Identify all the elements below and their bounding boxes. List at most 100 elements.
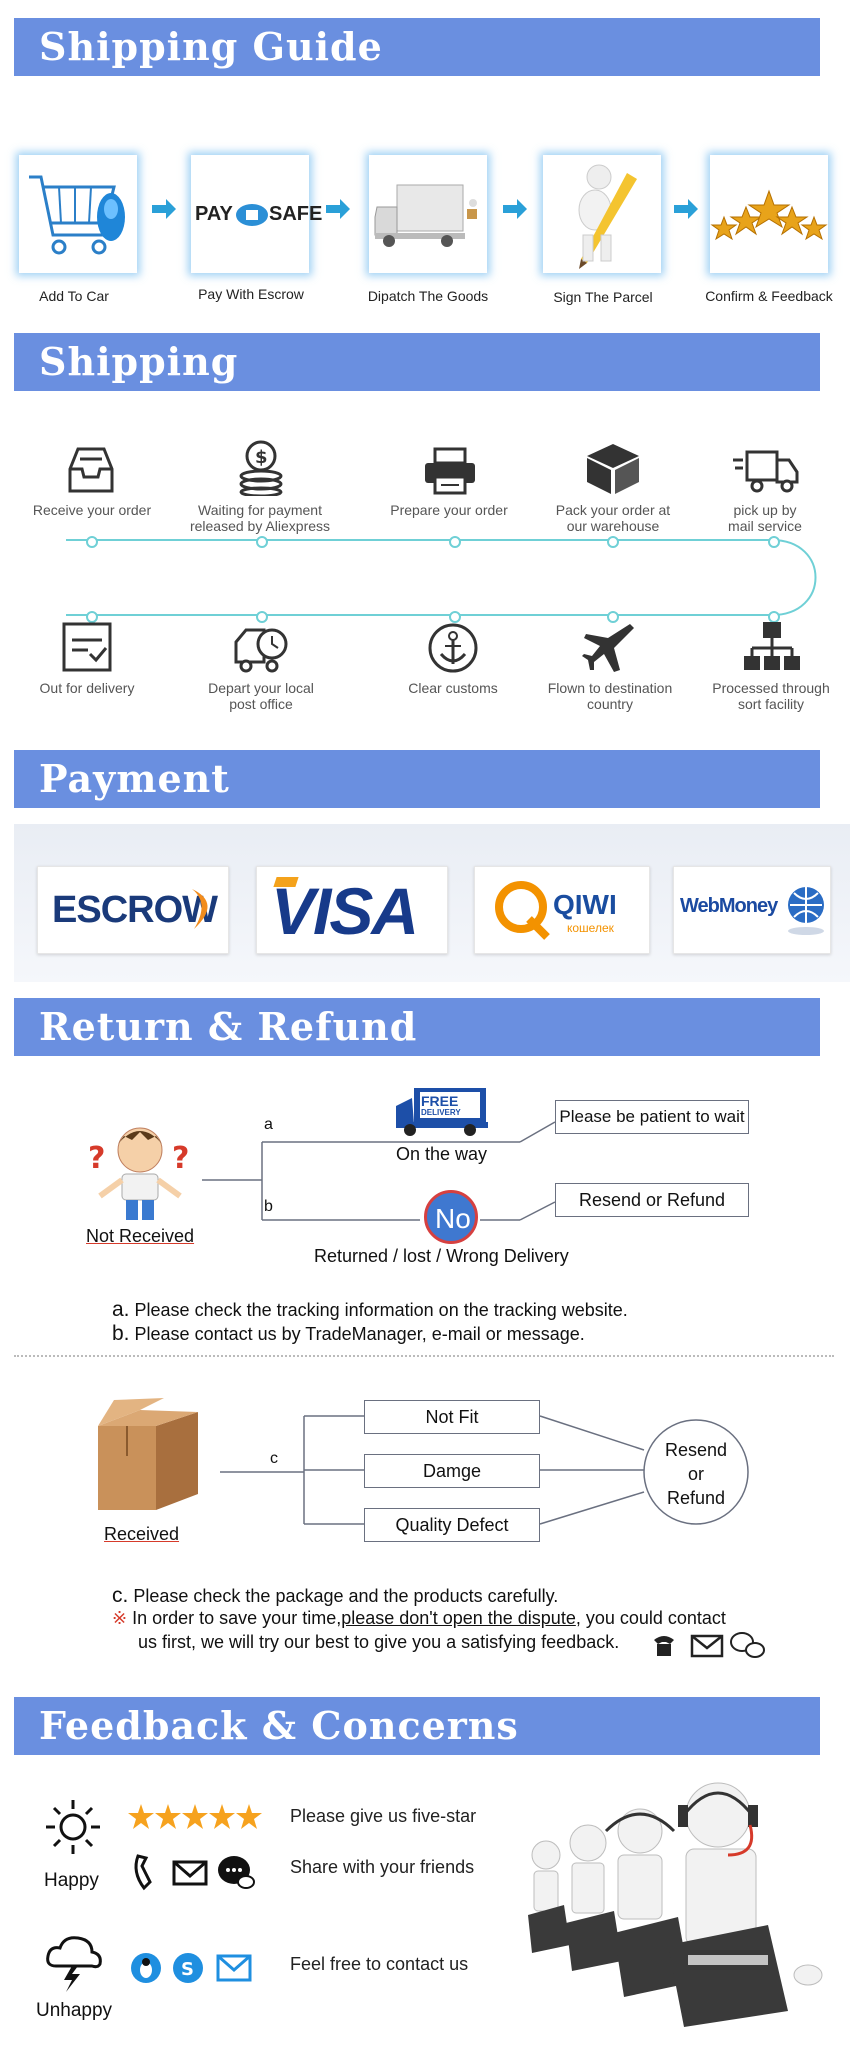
share-icons [134,1854,255,1891]
chat-bubble-icon [218,1856,255,1889]
arrow-right-icon [503,199,527,224]
visa-accent [273,877,299,887]
qq-icon [131,1953,161,1983]
airplane-icon [582,624,634,672]
not-received-tree [202,1121,556,1221]
coins-stack-icon: $ [239,440,283,496]
banner-title: Return & Refund [39,1004,418,1049]
note-a: a. Please check the tracking information… [112,1298,628,1321]
pencil-figure-icon [578,164,637,269]
dotted-divider [14,1355,834,1357]
truck-clock-icon [234,628,288,673]
banner-shipping: Shipping [14,333,820,391]
sun-icon [46,1800,100,1854]
mail-icon [690,1634,724,1658]
resend-refund-box: Resend or Refund [555,1183,749,1217]
received-tree [220,1415,749,1525]
cardboard-box-icon [98,1398,198,1510]
svg-text:$: $ [255,447,268,468]
phone-icon [654,1636,674,1656]
delivery-truck-icon [374,184,477,247]
banner-title: Shipping Guide [39,24,383,69]
arrow-right-icon [326,199,350,224]
branch-a: a [264,1116,273,1133]
anchor-icon [428,623,478,673]
svg-text:?: ? [172,1141,189,1176]
mail-icon [172,1860,208,1886]
share-text: Share with your friends [290,1857,475,1877]
contact-app-icons: S [131,1953,252,1983]
track-dot [86,611,98,623]
step-label-pay: Pay With Escrow [198,286,304,302]
ship-label-prepare: Prepare your order [390,502,508,518]
track-dot [768,536,780,548]
step-label-feedback: Confirm & Feedback [705,288,833,304]
ship-label-receive: Receive your order [32,502,152,518]
inbox-tray-icon [68,447,114,493]
damge-box: Damge [364,1454,540,1488]
contact-text: Feel free to contact us [290,1954,469,1974]
not-received-label: Not Received [86,1226,195,1246]
gold-stars-icon [710,189,828,241]
delivery-text: DELIVERY [421,1108,461,1117]
swoosh-icon [192,889,208,929]
mail-icon [216,1954,252,1982]
banner-payment: Payment [14,750,820,808]
chat-bubble-icon [730,1632,765,1658]
track-dot [607,536,619,548]
svg-text:?: ? [88,1141,105,1176]
not-fit-box: Not Fit [364,1400,540,1434]
step-label-sign: Sign The Parcel [553,289,653,305]
five-star-rating-icon [128,1804,262,1829]
printer-icon [425,447,475,495]
shipping-track [66,539,817,616]
banner-title: Payment [39,756,230,801]
paysafe-logo-text: PAY [195,203,233,225]
banner-shipping-guide: Shipping Guide [14,18,820,76]
track-dot [256,611,268,623]
arrow-right-icon [674,199,698,224]
banner-feedback: Feedback & Concerns [14,1697,820,1755]
cloud-icon [236,204,268,226]
note-b: b. Please contact us by TradeManager, e-… [112,1322,585,1345]
storm-cloud-icon [46,1936,102,1992]
step-sign [543,155,661,273]
skype-icon: S [173,1953,203,1983]
shopping-cart-icon [29,175,125,255]
free-delivery-truck-icon [396,1088,488,1136]
branch-c: c [270,1450,278,1467]
contact-icons [654,1632,765,1658]
globe-icon [788,887,824,935]
phone-icon [134,1854,152,1891]
sort-hierarchy-icon [744,622,800,670]
paysafe-logo-text-2: SAFE [269,203,323,225]
delivery-van-icon [733,450,799,493]
returned-label: Returned / lost / Wrong Delivery [314,1246,569,1266]
track-dot [256,536,268,548]
visa-logo: VISA [256,866,448,954]
no-badge: No [424,1190,478,1244]
banner-return-refund: Return & Refund [14,998,820,1056]
escrow-logo: ESCROW [37,866,229,954]
quality-defect-box: Quality Defect [364,1508,540,1542]
package-box-icon [587,444,639,494]
ship-label-customs: Clear customs [408,680,498,696]
svg-text:S: S [181,1959,194,1980]
qiwi-q-icon [495,881,550,940]
note-c: c. Please check the package and the prod… [112,1584,559,1607]
five-star-text: Please give us five-star [290,1806,477,1826]
arrow-right-icon [152,199,176,224]
note-d2: us first, we will try our best to give y… [138,1632,620,1652]
track-dot [449,611,461,623]
track-dot [607,611,619,623]
banner-title: Shipping [39,339,239,384]
received-label: Received [104,1524,180,1544]
